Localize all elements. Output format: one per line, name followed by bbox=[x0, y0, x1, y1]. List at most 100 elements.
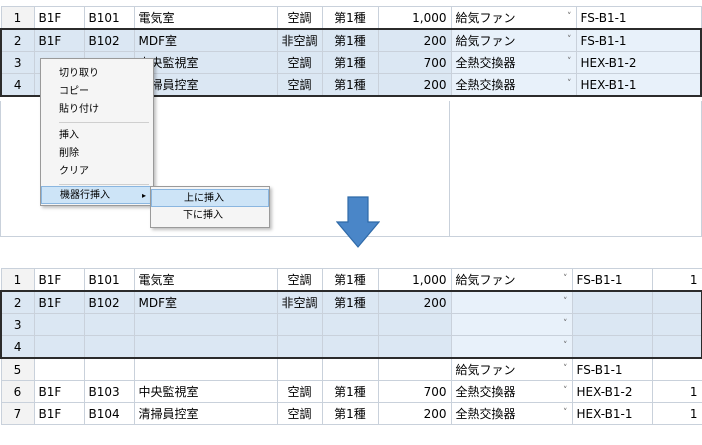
area-cell[interactable]: 200 bbox=[377, 28, 452, 52]
equip-dropdown[interactable]: 給気ファン˅ bbox=[450, 28, 577, 52]
equip-dropdown[interactable]: 給気ファン˅ bbox=[450, 357, 573, 381]
kind-cell[interactable] bbox=[321, 357, 379, 381]
kind-cell[interactable]: 第1種 bbox=[321, 73, 379, 97]
area-cell[interactable]: 700 bbox=[377, 380, 452, 403]
area-cell[interactable]: 200 bbox=[377, 290, 452, 314]
ac-cell[interactable]: 空調 bbox=[276, 6, 323, 30]
room-name-cell[interactable]: 清掃員控室 bbox=[133, 73, 278, 97]
chevron-down-icon[interactable]: ˅ bbox=[563, 319, 568, 329]
ac-cell[interactable] bbox=[276, 357, 323, 381]
equip-dropdown[interactable]: 給気ファン˅ bbox=[450, 268, 573, 292]
row-number[interactable]: 3 bbox=[0, 313, 35, 336]
equip-dropdown[interactable]: ˅ bbox=[450, 290, 573, 314]
area-cell[interactable] bbox=[377, 335, 452, 359]
code-cell[interactable]: HEX-B1-2 bbox=[571, 380, 653, 403]
menu-item-equipment-row-insert[interactable]: 機器行挿入 ▸ bbox=[41, 186, 153, 204]
menu-item-clear[interactable]: クリア bbox=[59, 166, 89, 177]
floor-cell[interactable]: B1F bbox=[33, 6, 85, 30]
room-no-cell[interactable]: B102 bbox=[83, 28, 135, 52]
floor-cell[interactable] bbox=[33, 313, 85, 336]
row-number[interactable]: 4 bbox=[0, 335, 35, 359]
menu-item-insert-above[interactable]: 上に挿入 bbox=[151, 189, 269, 207]
kind-cell[interactable]: 第1種 bbox=[321, 268, 379, 292]
kind-cell[interactable]: 第1種 bbox=[321, 290, 379, 314]
kind-cell[interactable]: 第1種 bbox=[321, 380, 379, 403]
chevron-down-icon[interactable]: ˅ bbox=[563, 386, 568, 396]
table-row[interactable]: 2 B1F B102 MDF室 非空調 第1種 200 ˅ bbox=[0, 290, 702, 314]
qty-cell[interactable] bbox=[651, 357, 702, 381]
table-row[interactable]: 7 B1F B104 清掃員控室 空調 第1種 200 全熱交換器˅ HEX-B… bbox=[0, 402, 702, 425]
qty-cell[interactable]: 1 bbox=[651, 380, 702, 403]
ac-cell[interactable]: 非空調 bbox=[276, 290, 323, 314]
code-cell[interactable]: FS-B1-1 bbox=[575, 6, 702, 30]
area-cell[interactable]: 700 bbox=[377, 51, 452, 74]
ac-cell[interactable] bbox=[276, 335, 323, 359]
qty-cell[interactable]: 1 bbox=[651, 402, 702, 425]
room-name-cell[interactable]: 清掃員控室 bbox=[133, 402, 278, 425]
kind-cell[interactable]: 第1種 bbox=[321, 28, 379, 52]
ac-cell[interactable]: 空調 bbox=[276, 51, 323, 74]
equip-dropdown[interactable]: 給気ファン˅ bbox=[450, 6, 577, 30]
room-no-cell[interactable]: B101 bbox=[83, 268, 135, 292]
kind-cell[interactable]: 第1種 bbox=[321, 402, 379, 425]
code-cell[interactable]: FS-B1-1 bbox=[571, 268, 653, 292]
room-name-cell[interactable]: 電気室 bbox=[133, 268, 278, 292]
table-row[interactable]: 2 B1F B102 MDF室 非空調 第1種 200 給気ファン˅ FS-B1… bbox=[0, 28, 702, 52]
row-number[interactable]: 2 bbox=[0, 290, 35, 314]
room-no-cell[interactable] bbox=[83, 357, 135, 381]
code-cell[interactable]: FS-B1-1 bbox=[571, 357, 653, 381]
floor-cell[interactable]: B1F bbox=[33, 268, 85, 292]
equip-dropdown[interactable]: 全熱交換器˅ bbox=[450, 380, 573, 403]
table-row[interactable]: 5 給気ファン˅ FS-B1-1 bbox=[0, 357, 702, 381]
floor-cell[interactable] bbox=[33, 357, 85, 381]
table-row[interactable]: 6 B1F B103 中央監視室 空調 第1種 700 全熱交換器˅ HEX-B… bbox=[0, 380, 702, 403]
table-row[interactable]: 4 ˅ bbox=[0, 335, 702, 359]
room-no-cell[interactable]: B104 bbox=[83, 402, 135, 425]
area-cell[interactable]: 1,000 bbox=[377, 268, 452, 292]
menu-item-insert[interactable]: 挿入 bbox=[59, 130, 79, 141]
chevron-down-icon[interactable]: ˅ bbox=[563, 341, 568, 351]
ac-cell[interactable]: 空調 bbox=[276, 380, 323, 403]
room-no-cell[interactable]: B101 bbox=[83, 6, 135, 30]
equip-dropdown[interactable]: 全熱交換器˅ bbox=[450, 51, 577, 74]
row-number[interactable]: 3 bbox=[0, 51, 35, 74]
row-number[interactable]: 1 bbox=[0, 268, 35, 292]
menu-item-delete[interactable]: 削除 bbox=[59, 148, 79, 159]
code-cell[interactable] bbox=[571, 335, 653, 359]
code-cell[interactable]: FS-B1-1 bbox=[575, 28, 702, 52]
ac-cell[interactable]: 空調 bbox=[276, 402, 323, 425]
menu-item-copy[interactable]: コピー bbox=[59, 86, 89, 97]
row-number[interactable]: 1 bbox=[0, 6, 35, 30]
chevron-down-icon[interactable]: ˅ bbox=[567, 57, 572, 67]
table-row[interactable]: 3 中央監視室 空調 第1種 700 全熱交換器˅ HEX-B1-2 bbox=[0, 51, 702, 74]
area-cell[interactable]: 200 bbox=[377, 73, 452, 97]
menu-item-paste[interactable]: 貼り付け bbox=[59, 104, 99, 115]
row-number[interactable]: 6 bbox=[0, 380, 35, 403]
qty-cell[interactable]: 1 bbox=[651, 268, 702, 292]
ac-cell[interactable]: 空調 bbox=[276, 73, 323, 97]
room-no-cell[interactable] bbox=[83, 313, 135, 336]
chevron-down-icon[interactable]: ˅ bbox=[563, 297, 568, 307]
equip-dropdown[interactable]: 全熱交換器˅ bbox=[450, 402, 573, 425]
kind-cell[interactable] bbox=[321, 313, 379, 336]
room-name-cell[interactable]: 中央監視室 bbox=[133, 380, 278, 403]
area-cell[interactable]: 1,000 bbox=[377, 6, 452, 30]
equip-dropdown[interactable]: 全熱交換器˅ bbox=[450, 73, 577, 97]
equip-dropdown[interactable]: ˅ bbox=[450, 335, 573, 359]
code-cell[interactable] bbox=[571, 313, 653, 336]
code-cell[interactable]: HEX-B1-2 bbox=[575, 51, 702, 74]
chevron-down-icon[interactable]: ˅ bbox=[567, 12, 572, 22]
kind-cell[interactable]: 第1種 bbox=[321, 51, 379, 74]
code-cell[interactable]: HEX-B1-1 bbox=[575, 73, 702, 97]
floor-cell[interactable]: B1F bbox=[33, 28, 85, 52]
code-cell[interactable] bbox=[571, 290, 653, 314]
chevron-down-icon[interactable]: ˅ bbox=[567, 79, 572, 89]
row-number[interactable]: 2 bbox=[0, 28, 35, 52]
kind-cell[interactable]: 第1種 bbox=[321, 6, 379, 30]
row-number[interactable]: 4 bbox=[0, 73, 35, 97]
floor-cell[interactable] bbox=[33, 335, 85, 359]
equip-dropdown[interactable]: ˅ bbox=[450, 313, 573, 336]
menu-item-insert-below[interactable]: 下に挿入 bbox=[183, 210, 223, 221]
area-cell[interactable]: 200 bbox=[377, 402, 452, 425]
qty-cell[interactable] bbox=[651, 290, 702, 314]
